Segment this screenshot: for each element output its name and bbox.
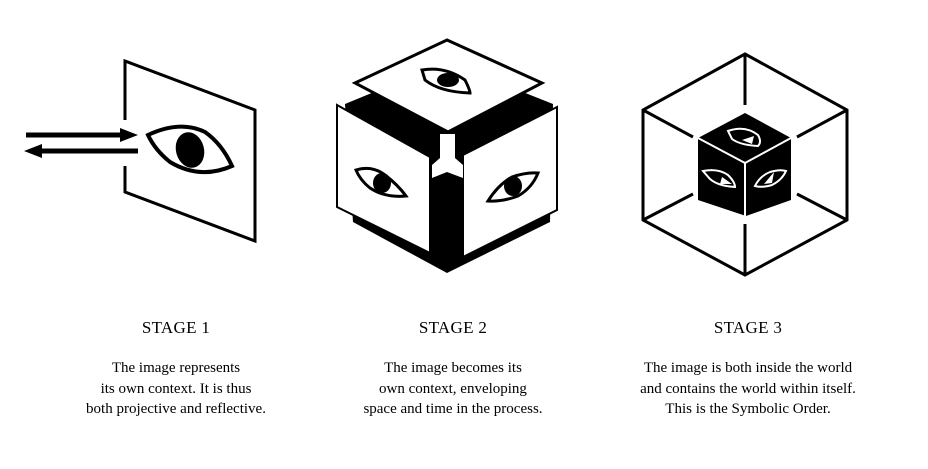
arrow-right-icon — [26, 128, 138, 142]
eye-icon — [485, 171, 541, 203]
outer-cube-edges — [642, 54, 848, 275]
stage-1-description: The image represents its own context. It… — [36, 358, 316, 420]
description-line: This is the Symbolic Order. — [665, 401, 831, 417]
description-line: The image is both inside the world — [643, 360, 853, 376]
stage-3-illustration — [641, 52, 849, 277]
eye-icon — [354, 166, 409, 198]
description-line: The image becomes its — [384, 360, 522, 376]
stage-2-illustration — [336, 38, 558, 273]
eye-icon — [726, 127, 761, 148]
eye-icon — [145, 124, 235, 175]
inner-cube-edges — [697, 137, 792, 216]
stage-2-description: The image becomes its own context, envel… — [313, 358, 593, 420]
description-line: both projective and reflective. — [86, 401, 266, 417]
eye-icon — [420, 67, 472, 95]
description-line: space and time in the process. — [363, 401, 543, 417]
image-plane — [123, 58, 257, 244]
description-line: own context, enveloping — [379, 380, 527, 397]
stage-3-description: The image is both inside the world and c… — [608, 358, 888, 420]
stage-3-title: STAGE 3 — [713, 318, 783, 337]
stage-1-illustration — [24, 58, 257, 244]
stage-1-title: STAGE 1 — [141, 318, 211, 337]
eye-icon — [701, 169, 737, 189]
eye-icon — [753, 169, 788, 188]
cube-center-notch — [432, 134, 463, 178]
description-line: its own context. It is thus — [100, 380, 252, 397]
arrow-left-icon — [24, 144, 138, 158]
description-line: The image represents — [111, 360, 241, 376]
stage-2-title: STAGE 2 — [418, 318, 488, 337]
description-line: and contains the world within itself. — [640, 380, 856, 397]
